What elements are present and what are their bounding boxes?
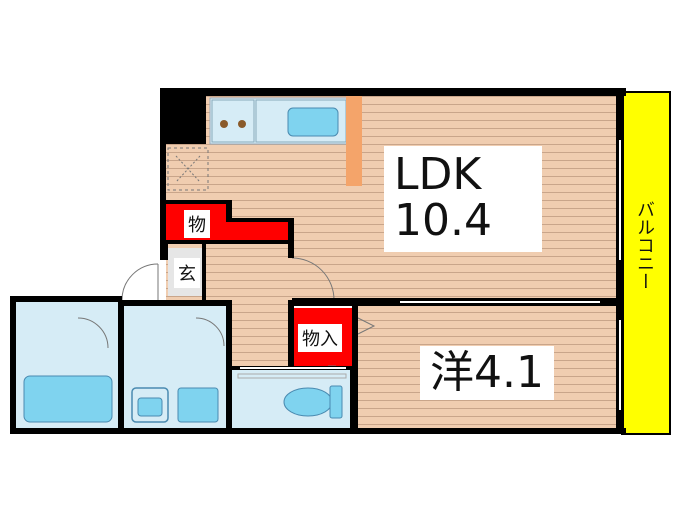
kitchen-counter [209,97,351,145]
stove-burner-icon [220,120,228,128]
washing-machine-icon [177,387,219,423]
sink-icon [287,107,339,137]
ldk-name: LDK [394,149,482,200]
stove-burner-icon [238,120,246,128]
entrance-label: 玄 [174,258,200,288]
door-swing [195,317,225,347]
door-swing [291,257,335,301]
bathroom [14,302,118,428]
western-room-label: 洋4.1 [420,346,554,400]
ldk-label: LDK 10.4 [384,146,542,252]
toilet-icon [283,387,333,417]
closet-1-label: 物 [184,210,210,238]
door-swing [357,317,376,335]
toilet-room [232,370,350,430]
door-swing [121,263,159,301]
ldk-size: 10.4 [394,195,492,246]
closet-2-label: 物入 [298,324,342,352]
door-swing [77,317,109,349]
fridge-space [167,147,209,191]
balcony-label: バルコニー [634,200,655,290]
washroom [124,306,226,428]
counter-bar [346,96,362,186]
balcony [621,91,671,435]
bathtub-icon [23,375,113,423]
